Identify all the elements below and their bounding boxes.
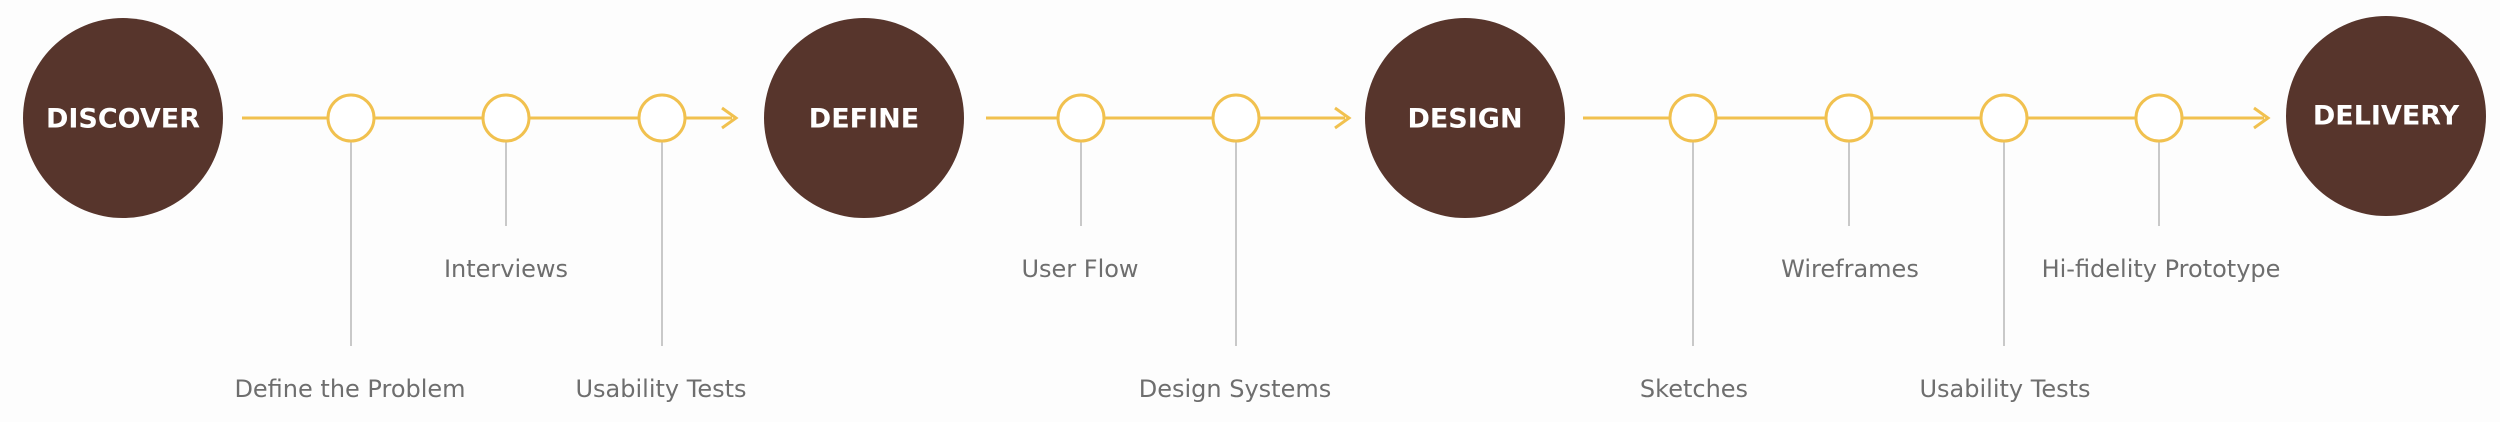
step-label: Sketches	[1640, 375, 1748, 403]
phase-label: DEFINE	[809, 104, 919, 135]
step-label: Design Systems	[1139, 375, 1332, 403]
step-node	[1668, 93, 1718, 143]
step-label: Usability Tests	[575, 375, 746, 403]
phase-label: DISCOVER	[46, 104, 200, 135]
phase-circle	[2286, 16, 2486, 216]
step-hi-fidelity-prototype: Hi-fidelity Prototype	[2042, 93, 2281, 283]
phase-define: DEFINE	[764, 18, 964, 218]
step-node	[1056, 93, 1106, 143]
step-label: Wireframes	[1781, 255, 1919, 283]
stage-1: Define the Problem Interviews Usability …	[234, 93, 747, 403]
phase-circle	[23, 18, 223, 218]
step-wireframes: Wireframes	[1781, 93, 1919, 283]
phase-label: DESIGN	[1407, 104, 1522, 135]
step-node	[1979, 93, 2029, 143]
step-label: User Flow	[1021, 255, 1138, 283]
phase-label: DELIVERY	[2313, 101, 2460, 132]
step-node	[326, 93, 376, 143]
phase-delivery: DELIVERY	[2286, 16, 2486, 216]
step-sketches: Sketches	[1640, 93, 1748, 403]
stage-1-arrowhead	[721, 106, 739, 130]
stage-3-arrowhead	[2253, 106, 2271, 130]
step-usability-tests: Usability Tests	[575, 93, 747, 403]
step-design-systems: Design Systems	[1139, 93, 1332, 403]
step-label: Define the Problem	[234, 375, 465, 403]
step-node	[1211, 93, 1261, 143]
step-node	[1824, 93, 1874, 143]
step-user-flow: User Flow	[1021, 93, 1139, 283]
step-node	[637, 93, 687, 143]
step-label: Hi-fidelity Prototype	[2042, 255, 2281, 283]
step-node	[481, 93, 531, 143]
stage-3: Sketches Wireframes Usability Tests Hi-f…	[1583, 93, 2281, 403]
step-label: Interviews	[444, 255, 568, 283]
phase-circle	[764, 18, 964, 218]
phase-discover: DISCOVER	[23, 18, 223, 218]
step-usability-tests: Usability Tests	[1919, 93, 2091, 403]
phase-design: DESIGN	[1365, 18, 1565, 218]
stage-2: User Flow Design Systems	[986, 93, 1352, 403]
step-node	[2134, 93, 2184, 143]
step-define-the-problem: Define the Problem	[234, 93, 466, 403]
phase-circle	[1365, 18, 1565, 218]
stage-2-arrowhead	[1334, 106, 1352, 130]
step-interviews: Interviews	[444, 93, 568, 283]
step-label: Usability Tests	[1919, 375, 2090, 403]
